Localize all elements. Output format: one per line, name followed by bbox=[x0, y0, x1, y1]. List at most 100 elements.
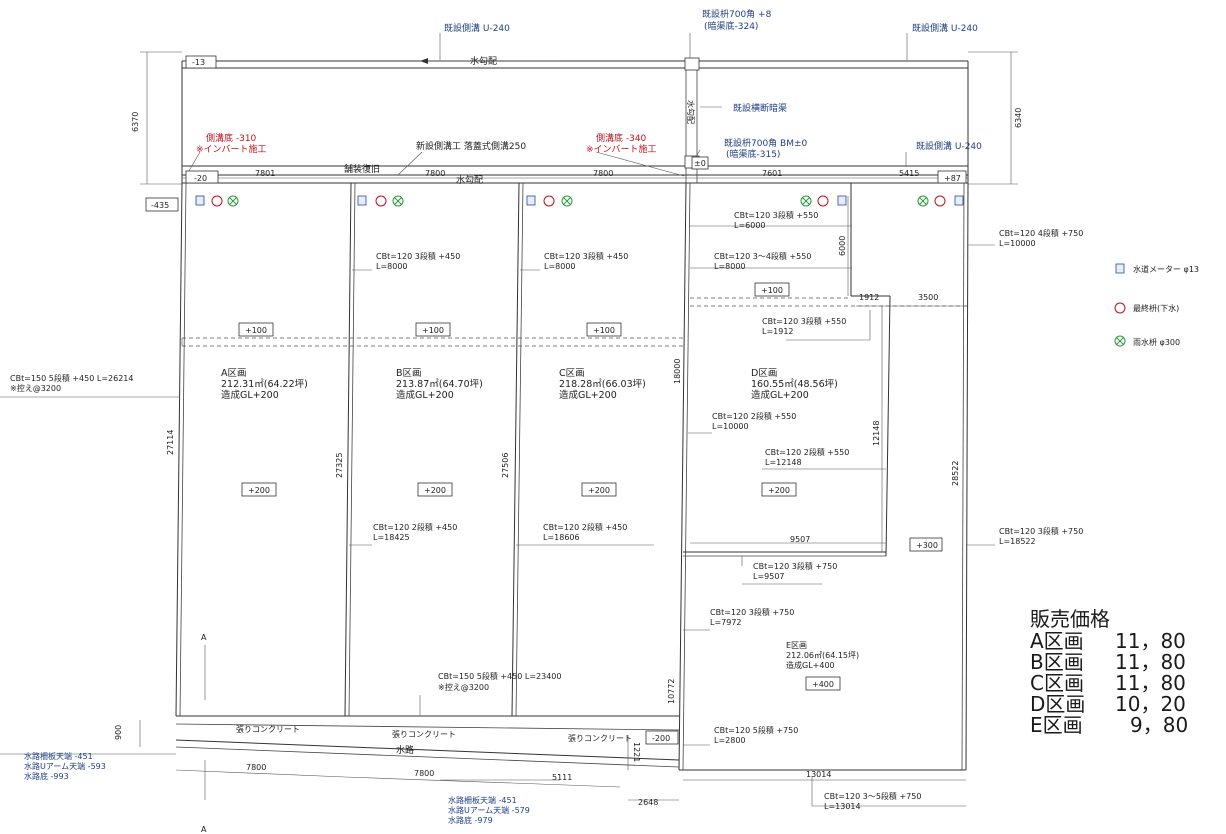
wall-label: L=18522 bbox=[999, 537, 1036, 546]
sewer-pit-icon bbox=[817, 195, 829, 207]
wall-label: CBt=120 2段積 +450 bbox=[373, 522, 457, 532]
legend-rain-label: 雨水枡 φ300 bbox=[1133, 337, 1180, 347]
road-band bbox=[181, 57, 969, 184]
level-plus300: +300 bbox=[916, 541, 938, 550]
waterway-left-arm-top: 水路Uアーム天端 -593 bbox=[24, 761, 106, 771]
wall-label: L=1912 bbox=[762, 327, 794, 336]
wall-label: L=7972 bbox=[710, 618, 742, 627]
level-plus200: +200 bbox=[588, 486, 610, 495]
dim-7801: 7801 bbox=[255, 169, 275, 178]
wall-label: L=9507 bbox=[753, 572, 785, 581]
level-plus100: +100 bbox=[422, 326, 444, 335]
water-meter-icon bbox=[195, 195, 205, 206]
fixtures bbox=[195, 195, 964, 207]
lot-b-area: 213.87㎡(64.70坪) bbox=[396, 378, 483, 390]
wall-label: CBt=120 2段積 +550 bbox=[712, 411, 796, 421]
wall-label: CBt=120 3段積 +750 bbox=[710, 607, 794, 617]
price-lot-b: B区画 bbox=[1030, 650, 1084, 674]
lot-a-area: 212.31㎡(64.22坪) bbox=[221, 378, 308, 390]
price-lot-c: C区画 bbox=[1030, 671, 1084, 695]
lot-e-area: 212.06㎡(64.15坪) bbox=[786, 651, 859, 660]
road-dimensions bbox=[140, 51, 1018, 185]
wall-label: CBt=120 5段積 +750 bbox=[714, 725, 798, 735]
wall-label: CBt=120 2段積 +450 bbox=[543, 522, 627, 532]
dim-1912: 1912 bbox=[859, 293, 879, 302]
dim-18000: 18000 bbox=[673, 359, 682, 384]
price-lot-a: A区画 bbox=[1030, 629, 1084, 653]
level-plus400: +400 bbox=[812, 680, 834, 689]
lot-d-grade: 造成GL+200 bbox=[751, 389, 809, 401]
dim-27325: 27325 bbox=[335, 453, 344, 478]
level-plus100: +100 bbox=[245, 326, 267, 335]
wall-label: L=10000 bbox=[712, 422, 749, 431]
lot-e-name: E区画 bbox=[786, 641, 807, 650]
wall-label: CBt=120 3段積 +450 bbox=[376, 251, 460, 261]
wall-label: L=8000 bbox=[714, 262, 746, 271]
lot-a-name: A区画 bbox=[221, 368, 247, 379]
existing-ditch-label-3: 既設側溝 U-240 bbox=[916, 140, 982, 152]
dim-7800-b: 7800 bbox=[593, 169, 613, 178]
wall-leaders bbox=[0, 225, 995, 807]
slope-label-top: 水勾配 bbox=[470, 55, 497, 67]
cross-culvert-label: 既設横断暗渠 bbox=[733, 102, 787, 114]
lot-boundaries bbox=[175, 182, 969, 771]
legend-meter-label: 水道メーター φ13 bbox=[1133, 264, 1199, 274]
price-value-b: 11，80 bbox=[1115, 650, 1186, 674]
waterway-left-bottom: 水路底 -993 bbox=[24, 771, 69, 781]
dim-5111: 5111 bbox=[552, 773, 572, 782]
sewer-pit-icon bbox=[1114, 302, 1126, 314]
dim-3500: 3500 bbox=[918, 293, 938, 302]
wall-label: L=2800 bbox=[714, 736, 746, 745]
invert-label-1: ※インバート施工 bbox=[196, 143, 267, 155]
dim-6340: 6340 bbox=[1014, 108, 1023, 128]
price-title: 販売価格 bbox=[1030, 607, 1110, 631]
wall-label: CBt=120 2段積 +550 bbox=[765, 447, 849, 457]
level-plus200: +200 bbox=[768, 486, 790, 495]
waterway-left-fence-top: 水路柵板天端 -451 bbox=[24, 751, 93, 761]
wall-label: CBt=120 3～4段積 +550 bbox=[714, 251, 811, 261]
concrete-label: 張りコンクリート bbox=[568, 734, 632, 743]
dim-9507: 9507 bbox=[790, 535, 810, 544]
dim-12148: 12148 bbox=[872, 421, 881, 446]
lot-e-grade: 造成GL+400 bbox=[786, 660, 835, 670]
level-plus100: +100 bbox=[761, 286, 783, 295]
lot-dimensions bbox=[139, 196, 968, 801]
level-plus100: +100 bbox=[593, 326, 615, 335]
section-mark-a-bottom: A bbox=[201, 825, 207, 834]
existing-pit-label-top: 既設枡700角 +8 bbox=[702, 8, 772, 20]
wall-label: CBt=120 3段積 +750 bbox=[753, 561, 837, 571]
price-table: 販売価格 A区画 11，80 B区画 11，80 C区画 11，80 D区画 1… bbox=[1030, 607, 1188, 737]
top-leaders bbox=[185, 33, 908, 177]
legend-sewer-label: 最終枡(下水) bbox=[1133, 303, 1179, 313]
waterway-label: 水路 bbox=[396, 744, 414, 756]
water-meter-icon bbox=[1115, 263, 1125, 274]
lot-c-area: 218.28㎡(66.03坪) bbox=[559, 378, 646, 390]
lot-a-grade: 造成GL+200 bbox=[221, 389, 279, 401]
legend: 水道メーター φ13 最終枡(下水) 雨水枡 φ300 bbox=[1114, 263, 1199, 347]
price-lot-d: D区画 bbox=[1030, 692, 1085, 716]
lot-d-area: 160.55㎡(48.56坪) bbox=[751, 378, 838, 390]
wall-label: L=8000 bbox=[376, 262, 408, 271]
dim-6000: 6000 bbox=[838, 236, 847, 256]
sewer-pit-icon bbox=[543, 195, 555, 207]
level-minus435: -435 bbox=[151, 201, 169, 210]
wall-label: CBt=120 4段積 +750 bbox=[999, 228, 1083, 238]
waterway-mid-arm-top: 水路Uアーム天端 -579 bbox=[448, 805, 530, 815]
ditch-bottom-label-2: 側溝底 -340 bbox=[596, 132, 647, 144]
invert-label-2: ※インバート施工 bbox=[586, 143, 657, 155]
lot-c-name: C区画 bbox=[559, 368, 585, 379]
sewer-pit-icon bbox=[211, 195, 223, 207]
existing-ditch-label-1: 既設側溝 U-240 bbox=[444, 22, 510, 34]
wall-label: CBt=120 3～5段積 +750 bbox=[824, 791, 921, 801]
level-minus13: -13 bbox=[192, 58, 205, 67]
existing-pit-label-mid: 既設枡700角 BM±0 bbox=[724, 137, 808, 149]
lot-b-name: B区画 bbox=[396, 368, 422, 379]
concrete-label: 張りコンクリート bbox=[392, 730, 456, 739]
level-plus200: +200 bbox=[424, 486, 446, 495]
dim-7601: 7601 bbox=[762, 169, 782, 178]
price-value-a: 11，80 bbox=[1115, 629, 1186, 653]
wall-label: L=6000 bbox=[734, 221, 766, 230]
wall-label: L=12148 bbox=[765, 458, 802, 467]
new-ditch-label: 新設側溝工 落蓋式側溝250 bbox=[416, 140, 526, 152]
